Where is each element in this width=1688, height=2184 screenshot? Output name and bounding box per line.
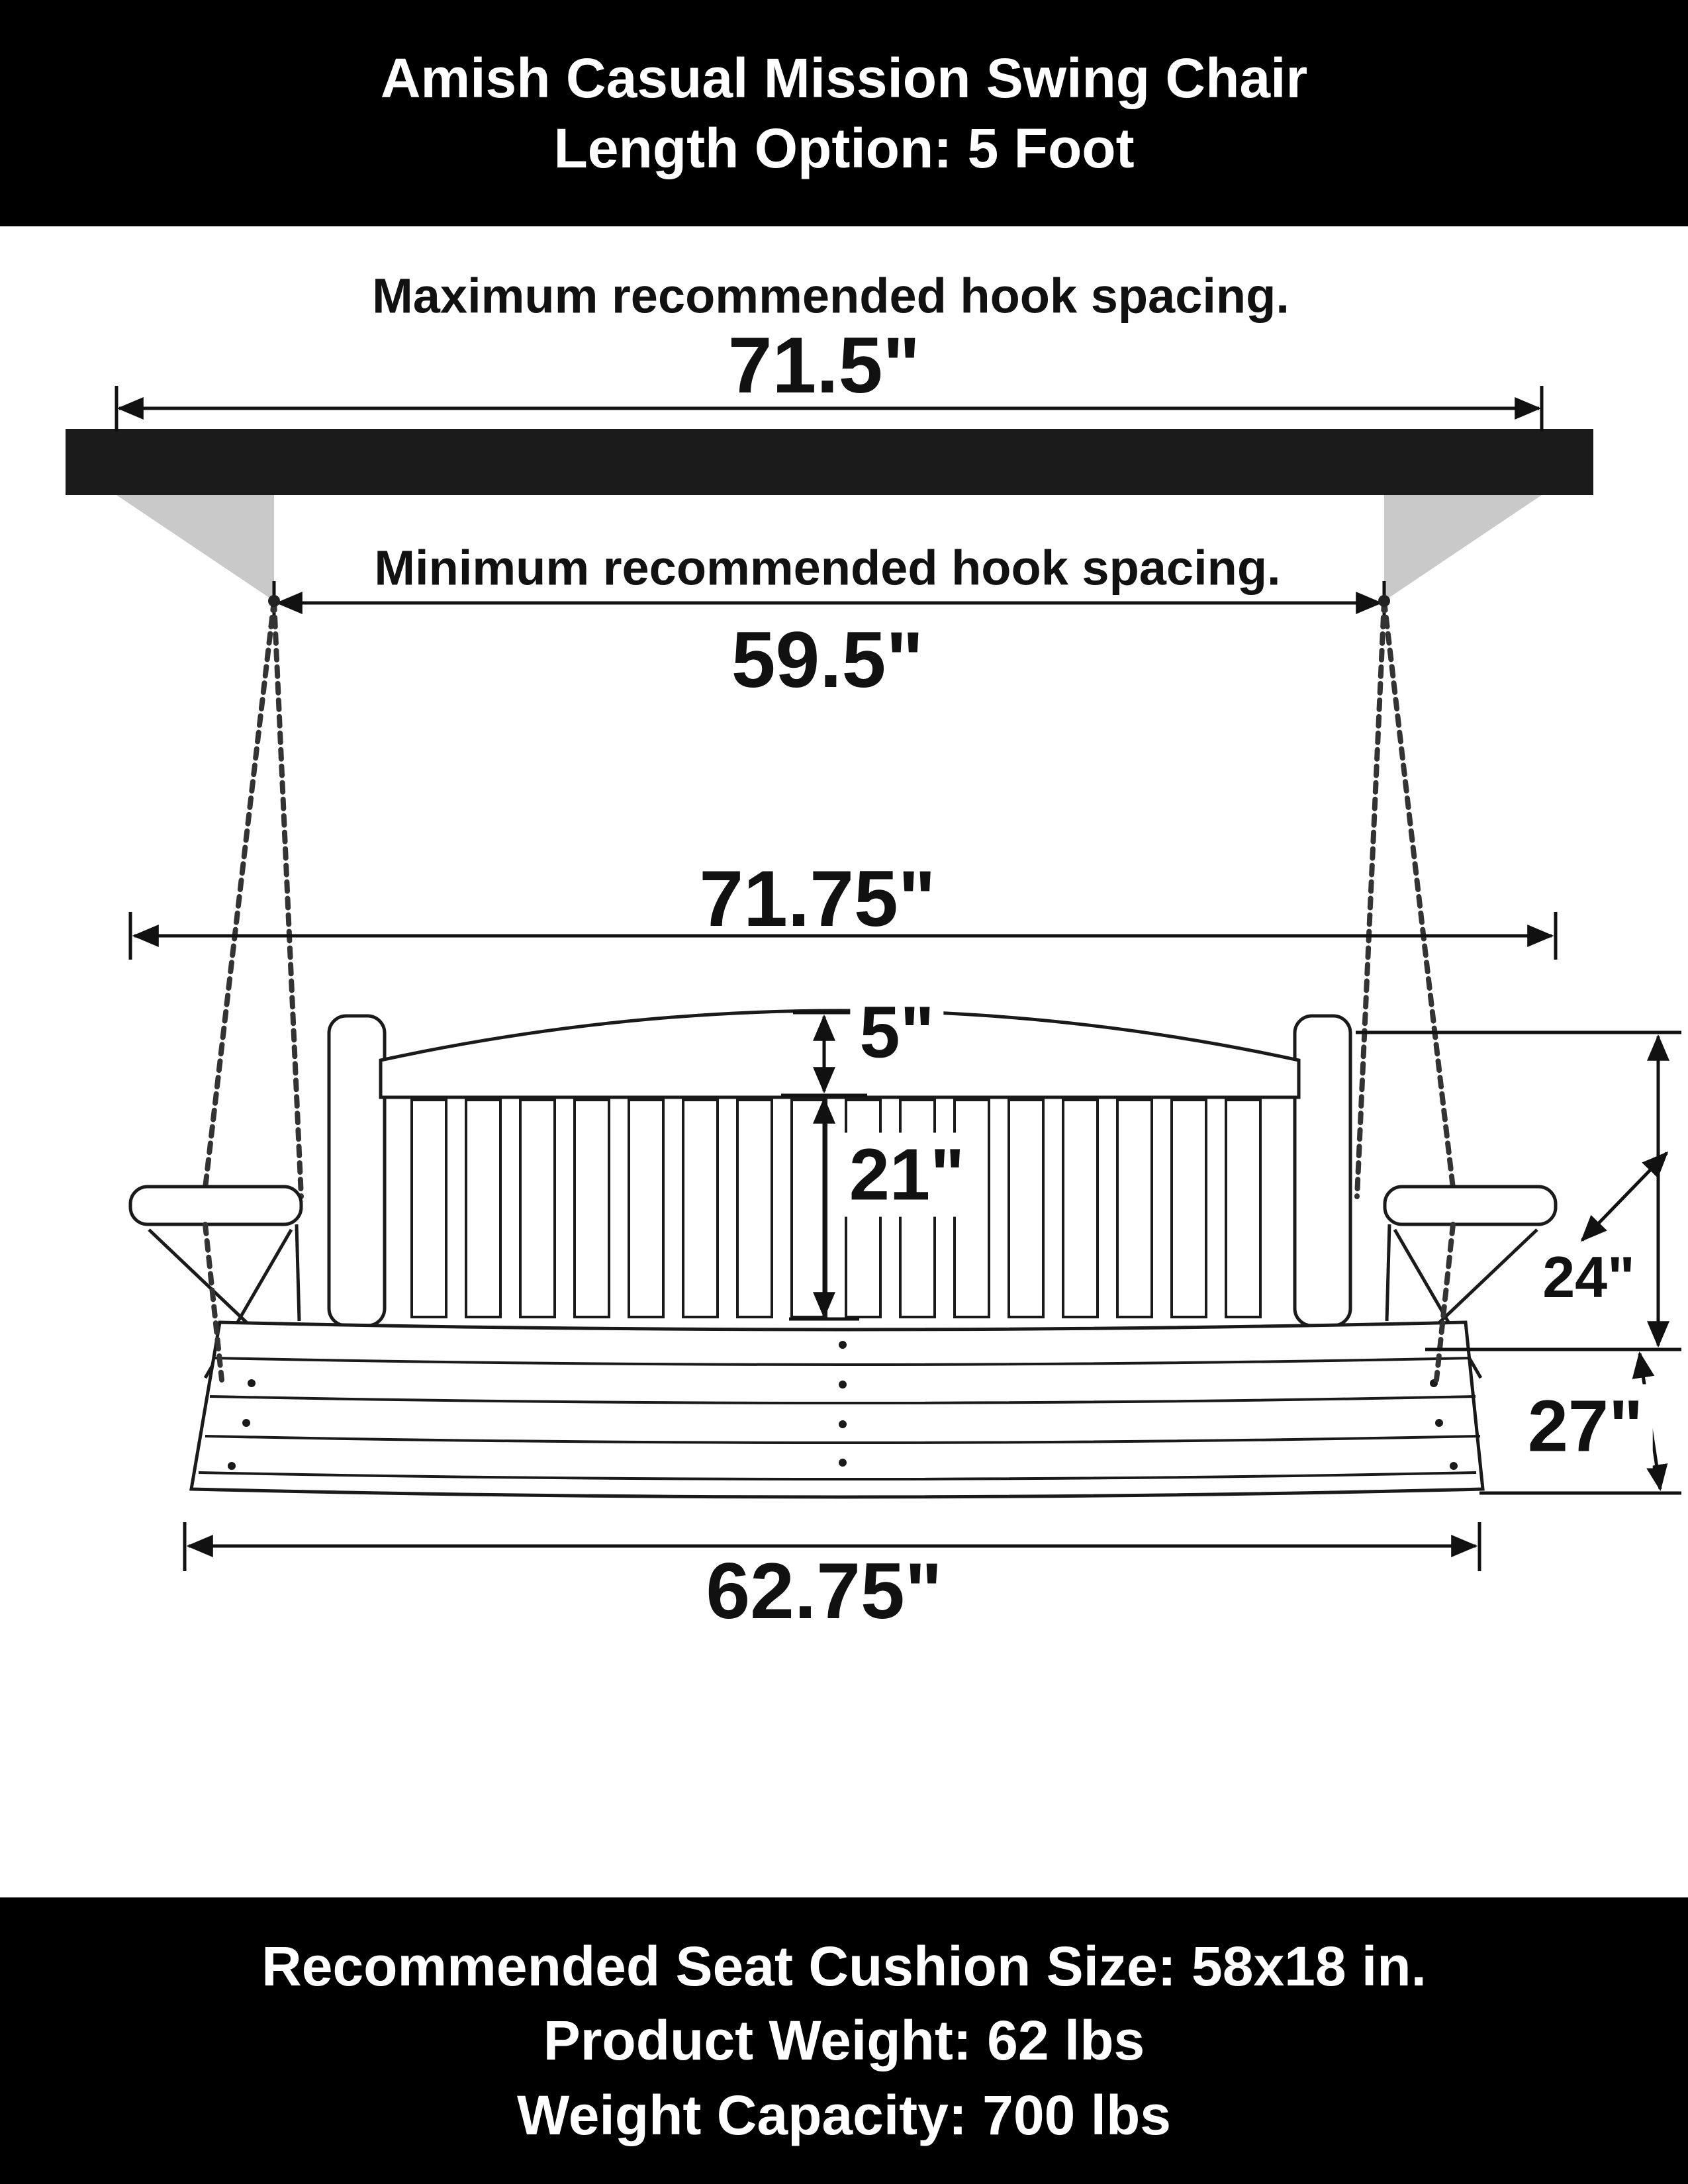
back-slats: [410, 1099, 1262, 1318]
swing-seat: [189, 1320, 1485, 1499]
bracket-left: [117, 495, 274, 601]
max-hook-caption: Maximum recommended hook spacing.: [372, 268, 1289, 324]
weight-capacity-note: Weight Capacity: 700 lbs: [516, 2083, 1172, 2146]
hook-right: [1378, 595, 1390, 607]
max-hook-value: 71.5": [727, 321, 921, 410]
dim-overall-width: [128, 912, 1558, 960]
product-length-option: Length Option: 5 Foot: [553, 117, 1135, 179]
chain-right: [1354, 598, 1456, 1199]
min-hook-value: 59.5": [731, 615, 924, 704]
dim-top-rail: [781, 1011, 867, 1097]
product-weight-note: Product Weight: 62 lbs: [543, 2009, 1145, 2072]
overall-width-value: 71.75": [699, 854, 936, 943]
dim-seat-width: [183, 1522, 1481, 1571]
seat-depth-value: 27": [1518, 1384, 1653, 1469]
arm-height-value: 24": [1533, 1244, 1644, 1311]
footer-banner: Recommended Seat Cushion Size: 58x18 in.…: [0, 1897, 1688, 2184]
seat-width-value: 62.75": [706, 1547, 943, 1635]
top-rail-height-value: 5": [850, 990, 944, 1075]
bracket-right: [1384, 495, 1542, 601]
seat-planks: [198, 1357, 1481, 1480]
chain-left: [203, 598, 304, 1199]
seat-screws: [228, 1341, 1458, 1470]
armrest-right: [1383, 1185, 1558, 1226]
armrest-left: [128, 1185, 303, 1226]
header-banner: Amish Casual Mission Swing Chair Length …: [0, 0, 1688, 226]
product-title: Amish Casual Mission Swing Chair: [380, 46, 1308, 109]
chain-lower-segments: [203, 1222, 1456, 1383]
dim-arm-height: [1356, 1030, 1681, 1351]
min-hook-caption: Minimum recommended hook spacing.: [374, 540, 1281, 596]
hook-left: [268, 595, 280, 607]
dim-max-hook: [115, 386, 1544, 432]
cushion-size-note: Recommended Seat Cushion Size: 58x18 in.: [261, 1935, 1427, 1998]
back-height-value: 21": [839, 1132, 974, 1217]
mounting-beam: [66, 429, 1593, 495]
dim-back-height: [789, 1097, 859, 1321]
